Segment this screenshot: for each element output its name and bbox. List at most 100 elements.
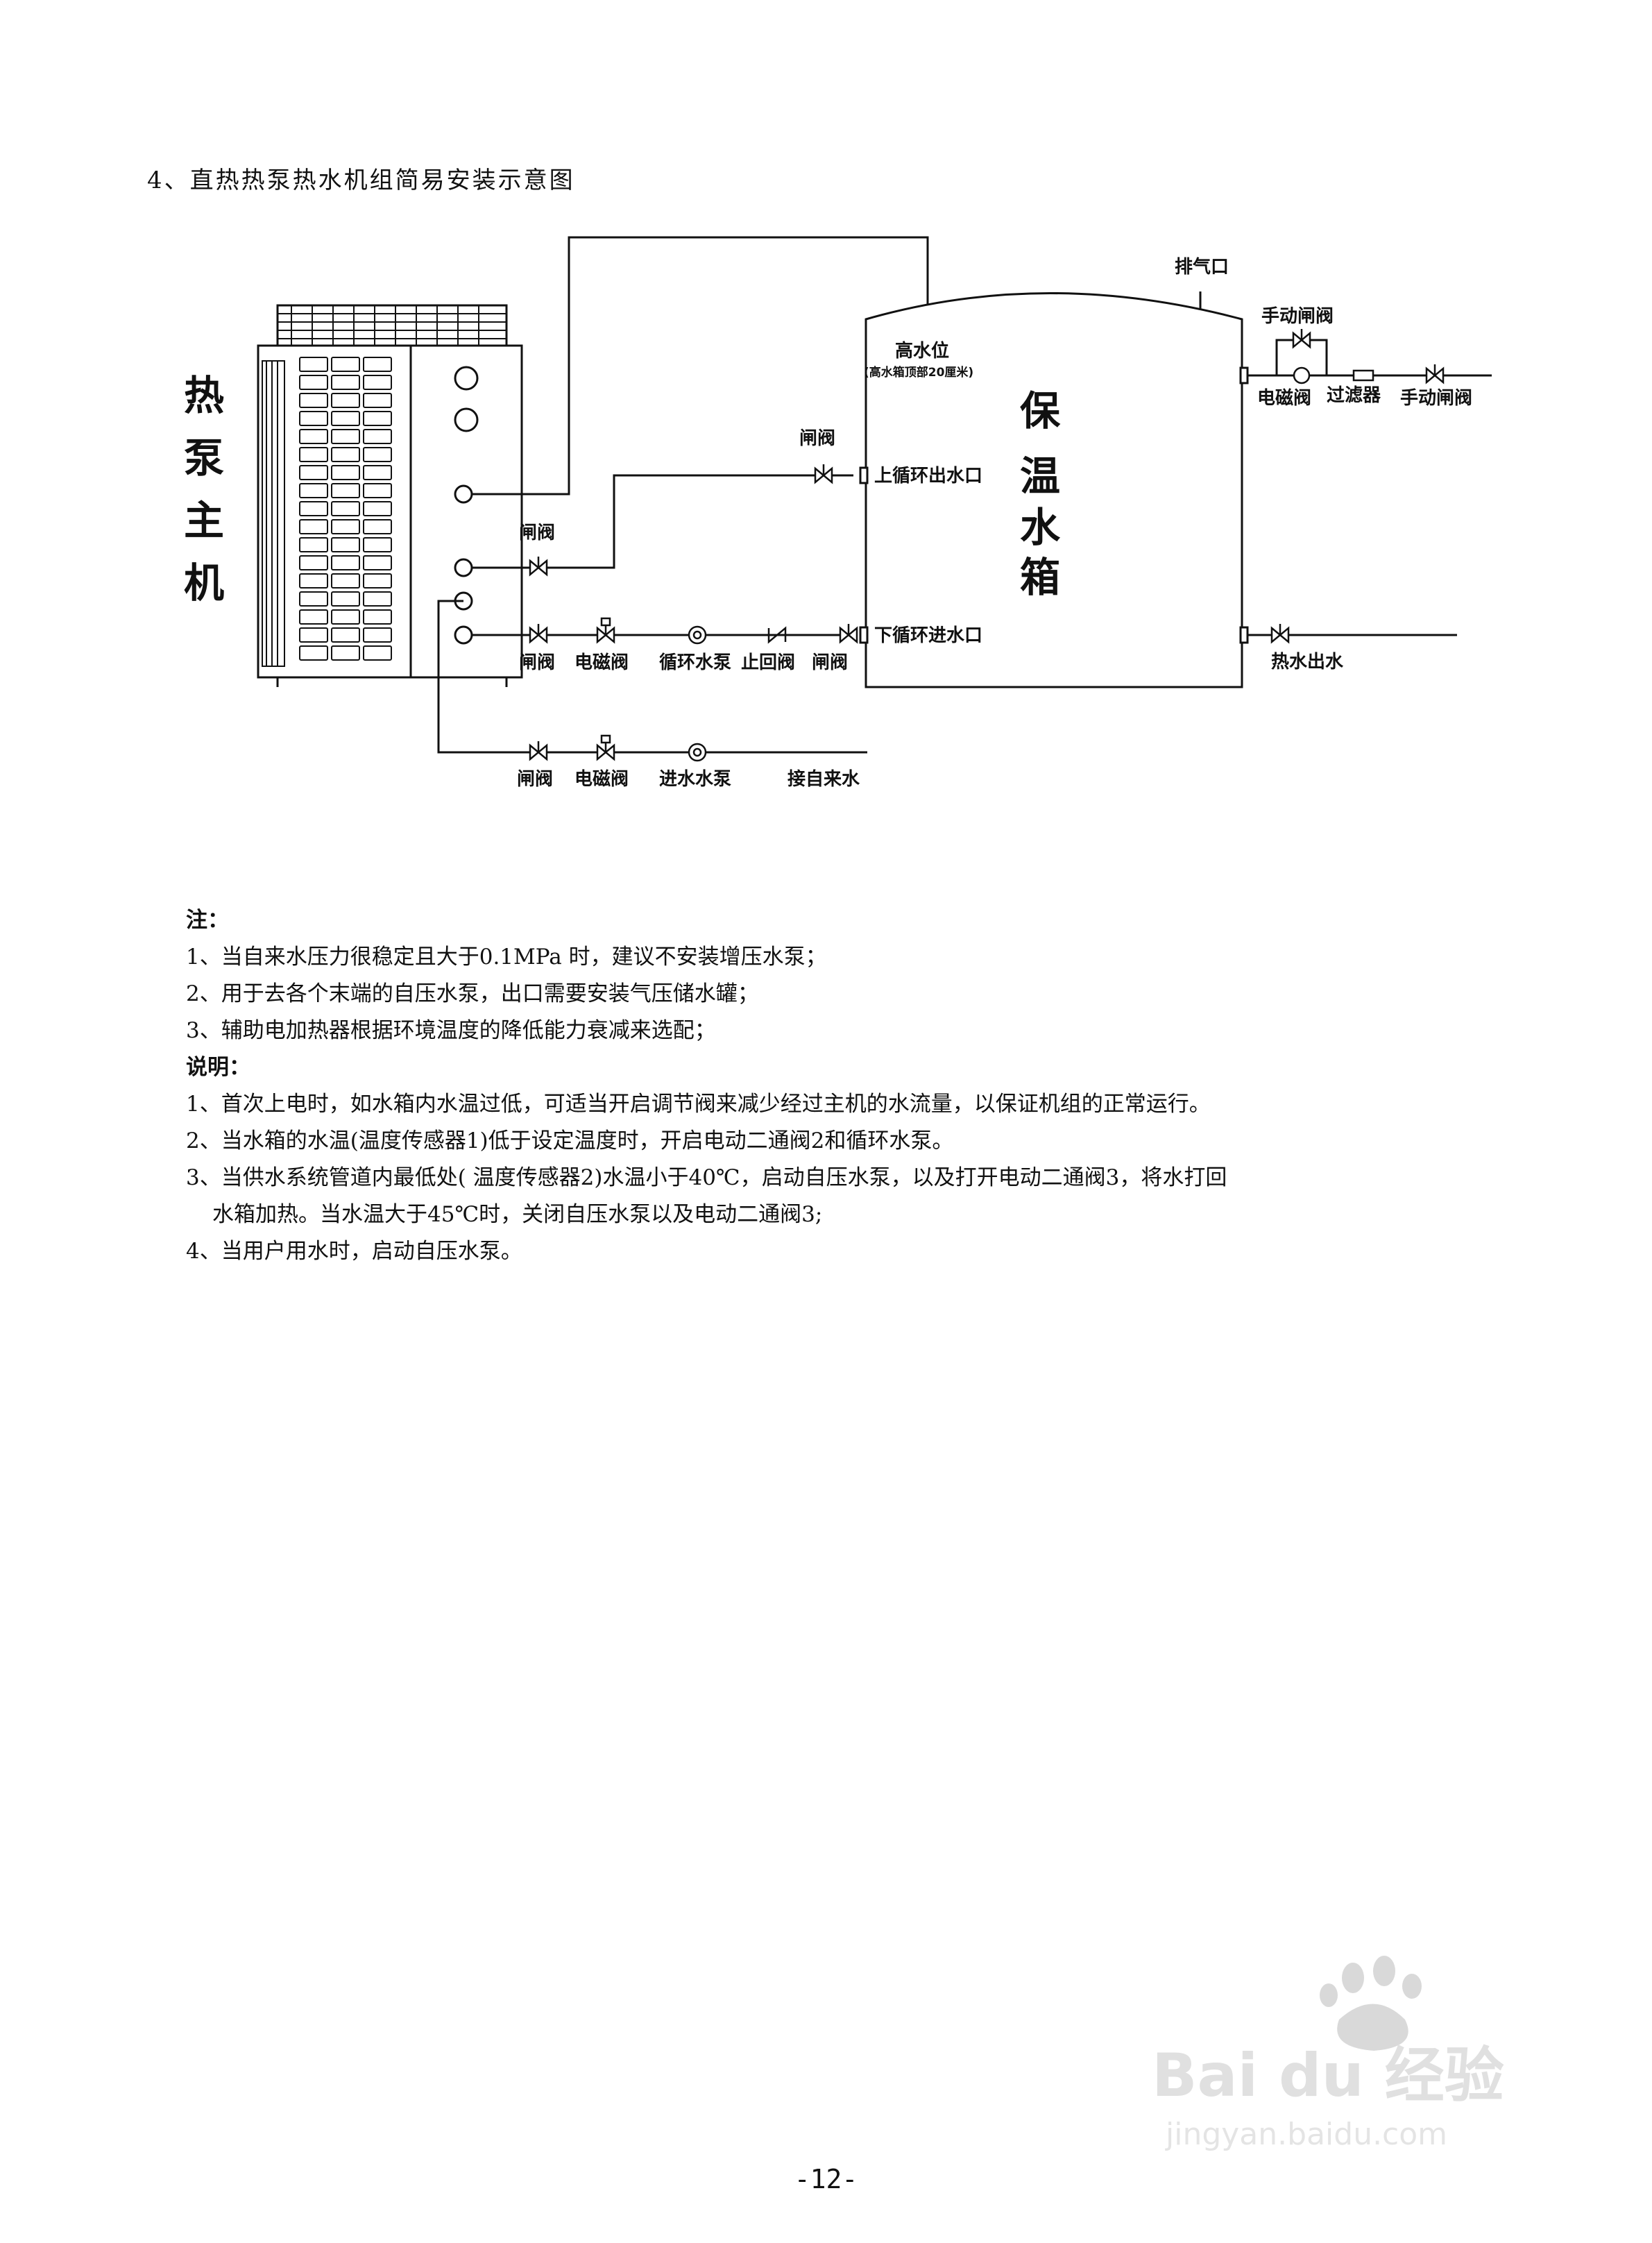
fin-cell bbox=[299, 465, 328, 480]
fin-cell bbox=[299, 537, 328, 552]
fin-cell bbox=[363, 447, 392, 462]
fin-cell bbox=[363, 429, 392, 444]
fin-cell bbox=[299, 411, 328, 426]
fin-cell bbox=[331, 645, 360, 661]
fin-cell bbox=[331, 537, 360, 552]
fin-cell bbox=[331, 357, 360, 372]
fin-cell bbox=[299, 645, 328, 661]
hot-water-out-label: 热水出水 bbox=[1271, 652, 1344, 672]
fin-cell bbox=[363, 645, 392, 661]
fin-cell bbox=[363, 573, 392, 589]
gate-valve-icon bbox=[529, 741, 548, 761]
fin-cell bbox=[331, 609, 360, 625]
unit-title-char: 主 bbox=[184, 497, 224, 544]
fin-cell bbox=[299, 555, 328, 570]
lower-inlet-label: 下循环进水口 bbox=[874, 625, 982, 646]
manual-valve-right-label: 手动闸阀 bbox=[1400, 388, 1472, 409]
fin-cell bbox=[363, 483, 392, 498]
notes-section: 注： 1、当自来水压力很稳定且大于0.1MPa 时，建议不安装增压水泵； 2、用… bbox=[186, 902, 1539, 1270]
fin-cell bbox=[363, 501, 392, 516]
gate-valve-icon bbox=[839, 624, 858, 644]
fin-cell bbox=[299, 375, 328, 390]
upper-outlet-label: 上循环出水口 bbox=[874, 466, 982, 486]
note-item: 1、当自来水压力很稳定且大于0.1MPa 时，建议不安装增压水泵； bbox=[186, 945, 827, 970]
fin-cell bbox=[363, 375, 392, 390]
row2-label: 接自来水 bbox=[787, 768, 860, 790]
row1-label: 电磁阀 bbox=[574, 652, 629, 673]
fin-cell bbox=[363, 465, 392, 480]
baidu-watermark-logo: Bai du 经验 jingyan.baidu.com bbox=[1152, 1956, 1504, 2152]
solenoid-valve-icon bbox=[596, 734, 615, 761]
high-level-note: (高水箱顶部20厘米) bbox=[864, 365, 973, 380]
unit-title-char: 机 bbox=[184, 559, 224, 607]
gate-valve-icon bbox=[529, 624, 548, 644]
fin-cell bbox=[363, 555, 392, 570]
explain-item: 4、当用户用水时，启动自压水泵。 bbox=[186, 1239, 522, 1264]
fin-cell bbox=[363, 609, 392, 625]
row1-label: 循环水泵 bbox=[659, 652, 731, 673]
watermark-url: jingyan.baidu.com bbox=[1165, 2117, 1447, 2152]
vent-label: 排气口 bbox=[1175, 256, 1229, 278]
watermark-brand: Bai du 经验 bbox=[1152, 2041, 1504, 2110]
gate-valve-icon bbox=[1270, 624, 1290, 644]
fin-cell bbox=[331, 591, 360, 607]
gate-valve-icon bbox=[529, 557, 548, 577]
fin-cell bbox=[363, 537, 392, 552]
fin-cell bbox=[331, 519, 360, 534]
page-heading: 4、直热热泵热水机组简易安装示意图 bbox=[147, 167, 575, 194]
fin-cell bbox=[331, 429, 360, 444]
solenoid-valve-icon bbox=[596, 617, 615, 644]
fin-cell bbox=[299, 501, 328, 516]
water-tank bbox=[859, 291, 1249, 688]
page-number: -12- bbox=[794, 2164, 858, 2194]
fin-cell bbox=[299, 591, 328, 607]
heat-pump-unit bbox=[257, 304, 523, 687]
tank-title-char: 保 bbox=[1020, 387, 1061, 434]
unit-title-char: 泵 bbox=[184, 434, 224, 482]
pump-icon bbox=[688, 743, 707, 762]
notes-title: 注： bbox=[186, 908, 229, 933]
explain-item: 水箱加热。当水温大于45℃时，关闭自压水泵以及电动二通阀3; bbox=[212, 1202, 823, 1227]
manual-valve-icon bbox=[1292, 329, 1311, 349]
manual-valve-top-label: 手动闸阀 bbox=[1261, 306, 1334, 327]
note-item: 2、用于去各个末端的自压水泵，出口需要安装气压储水罐； bbox=[186, 981, 759, 1006]
unit-title-char: 热 bbox=[184, 372, 224, 419]
fin-cell bbox=[299, 357, 328, 372]
fin-cell bbox=[299, 447, 328, 462]
tank-title-char: 温 bbox=[1020, 452, 1060, 500]
filter-label: 过滤器 bbox=[1327, 385, 1381, 406]
gate-valve-icon bbox=[814, 464, 833, 484]
filter-icon bbox=[1352, 369, 1374, 382]
fin-cell bbox=[331, 447, 360, 462]
row1-label: 闸阀 bbox=[812, 652, 848, 673]
fin-cell bbox=[363, 519, 392, 534]
fin-cell bbox=[363, 411, 392, 426]
fin-cell bbox=[331, 573, 360, 589]
fin-cell bbox=[331, 627, 360, 643]
installation-diagram: 热 泵 主 机 保 温 水 箱 排气口 高水位 (高水箱顶部20厘米) 闸阀 上… bbox=[184, 236, 1492, 790]
manual-valve-icon bbox=[1425, 364, 1445, 384]
row1-label: 止回阀 bbox=[741, 652, 795, 673]
row2-label: 进水水泵 bbox=[659, 769, 731, 790]
fin-cell bbox=[331, 465, 360, 480]
explain-item: 2、当水箱的水温(温度传感器1)低于设定温度时，开启电动二通阀2和循环水泵。 bbox=[186, 1128, 954, 1153]
tank-title-char: 水 bbox=[1020, 504, 1061, 551]
fin-cell bbox=[331, 393, 360, 408]
fin-cell bbox=[299, 573, 328, 589]
unit-valve-label: 闸阀 bbox=[519, 523, 555, 543]
fin-cell bbox=[363, 357, 392, 372]
fin-cell bbox=[299, 393, 328, 408]
fin-cell bbox=[299, 519, 328, 534]
explain-item: 1、首次上电时，如水箱内水温过低，可适当开启调节阀来减少经过主机的水流量，以保证… bbox=[186, 1092, 1211, 1117]
fin-cell bbox=[363, 393, 392, 408]
fin-cell bbox=[331, 501, 360, 516]
row2-label: 电磁阀 bbox=[574, 768, 629, 790]
solenoid-valve-icon bbox=[1293, 366, 1311, 384]
fin-cell bbox=[331, 555, 360, 570]
explain-title: 说明： bbox=[186, 1055, 250, 1080]
fin-cell bbox=[363, 627, 392, 643]
fin-cell bbox=[299, 609, 328, 625]
fin-cell bbox=[363, 591, 392, 607]
tank-title-char: 箱 bbox=[1020, 554, 1060, 601]
solenoid-right-label: 电磁阀 bbox=[1257, 387, 1311, 409]
